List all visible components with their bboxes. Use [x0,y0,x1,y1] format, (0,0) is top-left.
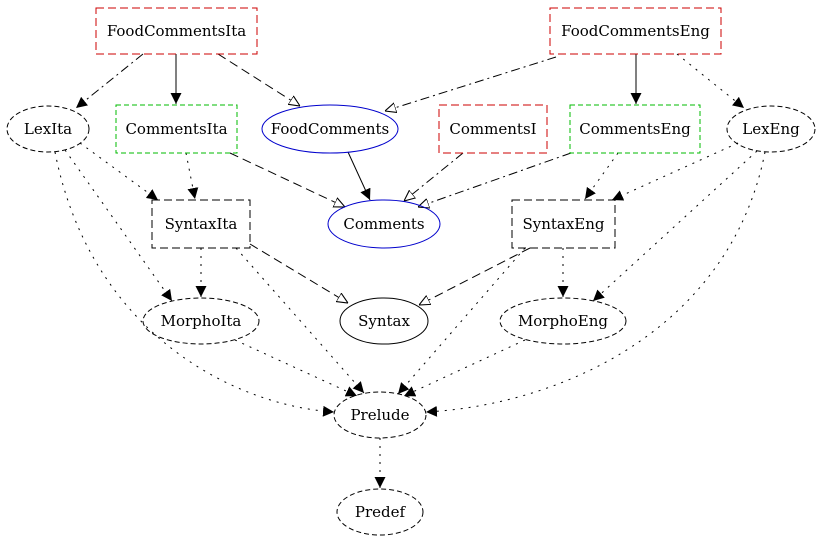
edge-commentsita-comments [229,152,345,207]
edge-lexita-prelude [54,151,335,417]
node-predef: Predef [336,488,424,536]
node-morpho-ita: MorphoIta [142,297,260,345]
node-comments: Comments [327,199,441,249]
edge-morphoita-prelude [234,339,358,397]
node-syntax-eng: SyntaxEng [511,199,616,249]
edge-foodcommentsita-foodcomments [217,53,300,106]
node-morpho-ita-label: MorphoIta [161,312,242,330]
edge-syntaxita-prelude [235,247,365,394]
node-comments-i: CommentsI [438,104,548,154]
node-comments-eng: CommentsEng [569,104,701,154]
edge-lexeng-prelude [425,151,766,417]
node-syntax-label: Syntax [358,312,410,330]
node-syntax-ita-label: SyntaxIta [165,215,238,233]
edge-commentsita-syntaxita [185,152,199,200]
node-food-comments-ita: FoodCommentsIta [95,7,258,55]
node-morpho-eng: MorphoEng [499,297,627,345]
edge-commentseng-comments [418,152,572,207]
edge-syntaxeng-prelude [397,247,526,395]
node-syntax-ita: SyntaxIta [151,199,251,249]
node-syntax: Syntax [339,297,429,345]
node-lex-eng-label: LexEng [742,120,800,138]
edge-foodcomments-comments [347,151,371,201]
edge-syntaxita-syntax [249,243,348,303]
edge-commentsi-comments [404,152,464,201]
edge-foodcommentsita-lexita [75,53,144,109]
node-food-comments-ita-label: FoodCommentsIta [107,22,246,40]
node-lex-ita: LexIta [6,105,90,153]
node-food-comments-eng-label: FoodCommentsEng [561,22,710,40]
node-prelude: Prelude [333,391,427,439]
node-food-comments: FoodComments [261,104,399,154]
edge-lexeng-syntaxeng [611,142,739,201]
edges [54,53,766,488]
edge-lexita-syntaxita [79,142,159,201]
node-prelude-label: Prelude [350,406,409,424]
edge-lexeng-morphoeng [592,150,758,302]
edge-lexita-morphoita [64,149,173,302]
node-comments-label: Comments [343,215,424,233]
node-morpho-eng-label: MorphoEng [518,312,608,330]
edge-foodcommentseng-foodcomments [385,56,557,111]
node-predef-label: Predef [355,503,407,521]
node-comments-eng-label: CommentsEng [579,120,691,138]
edge-foodcommentseng-lexeng [676,53,745,109]
node-comments-i-label: CommentsI [449,120,536,138]
node-comments-ita-label: CommentsIta [125,120,227,138]
node-lex-ita-label: LexIta [24,120,72,138]
node-food-comments-label: FoodComments [271,120,389,138]
node-syntax-eng-label: SyntaxEng [522,215,604,233]
node-food-comments-eng: FoodCommentsEng [549,7,722,55]
edge-syntaxeng-syntax [419,247,531,305]
edge-commentseng-syntaxeng [584,152,619,200]
edge-morphoeng-prelude [403,339,526,397]
node-lex-eng: LexEng [726,105,816,153]
node-comments-ita: CommentsIta [115,104,238,154]
